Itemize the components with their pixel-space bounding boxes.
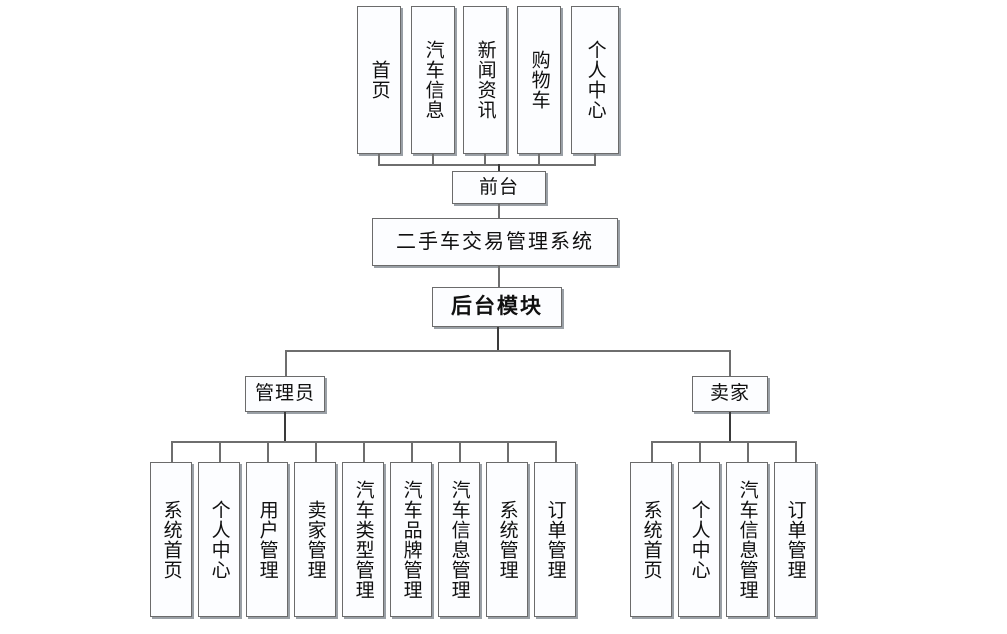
connector-role-bus-to-admin [285,350,287,376]
node-admin-child-5: 汽车品牌管理 [390,462,432,617]
node-admin-child-6: 汽车信息管理 [438,462,480,617]
node-frontend-child-4: 个人中心 [571,6,619,154]
node-admin-child-0: 系统首页 [150,462,192,617]
node-frontend-child-1: 汽车信息 [411,6,455,154]
node-role-seller: 卖家 [692,376,768,412]
connector-admin-child-6-stub [459,441,461,462]
connector-admin-child-2-stub [267,441,269,462]
node-admin-child-4: 汽车类型管理 [342,462,384,617]
connector-frontend-child-3-stub [538,154,540,166]
node-system-root: 二手车交易管理系统 [372,218,618,266]
connector-role-bus [285,350,731,352]
connector-seller-child-1-stub [699,441,701,462]
connector-admin-child-3-stub [315,441,317,462]
node-admin-child-3: 卖家管理 [294,462,336,617]
connector-admin-child-0-stub [171,441,173,462]
node-frontend-child-3: 购物车 [517,6,561,154]
connector-frontend-to-system [498,204,500,220]
connector-frontend-bus-to-frontend [498,164,500,174]
node-frontend-child-2: 新闻资讯 [463,6,507,154]
connector-admin-to-bus [284,412,286,443]
connector-seller-child-3-stub [795,441,797,462]
connector-admin-child-4-stub [363,441,365,462]
connector-admin-child-5-stub [411,441,413,462]
connector-frontend-bus [378,164,596,166]
node-admin-child-8: 订单管理 [534,462,576,617]
node-role-admin: 管理员 [245,376,325,412]
node-backend: 后台模块 [432,287,562,327]
connector-admin-child-1-stub [219,441,221,462]
node-seller-child-0: 系统首页 [630,462,672,617]
node-admin-child-1: 个人中心 [198,462,240,617]
node-seller-child-2: 汽车信息管理 [726,462,768,617]
connector-system-to-backend [498,266,500,288]
connector-admin-child-7-stub [507,441,509,462]
connector-admin-child-8-stub [555,441,557,462]
connector-frontend-child-1-stub [432,154,434,166]
node-frontend: 前台 [452,171,546,204]
connector-seller-children-bus [651,441,796,443]
node-seller-child-1: 个人中心 [678,462,720,617]
connector-seller-to-bus [729,412,731,443]
node-frontend-child-0: 首页 [357,6,401,154]
node-admin-child-7: 系统管理 [486,462,528,617]
node-seller-child-3: 订单管理 [774,462,816,617]
connector-seller-child-2-stub [747,441,749,462]
connector-frontend-child-4-stub [594,154,596,166]
connector-seller-child-0-stub [651,441,653,462]
connector-backend-to-role-bus [497,327,499,351]
node-admin-child-2: 用户管理 [246,462,288,617]
connector-frontend-child-2-stub [484,154,486,166]
connector-frontend-child-0-stub [378,154,380,166]
connector-role-bus-to-seller [729,350,731,376]
